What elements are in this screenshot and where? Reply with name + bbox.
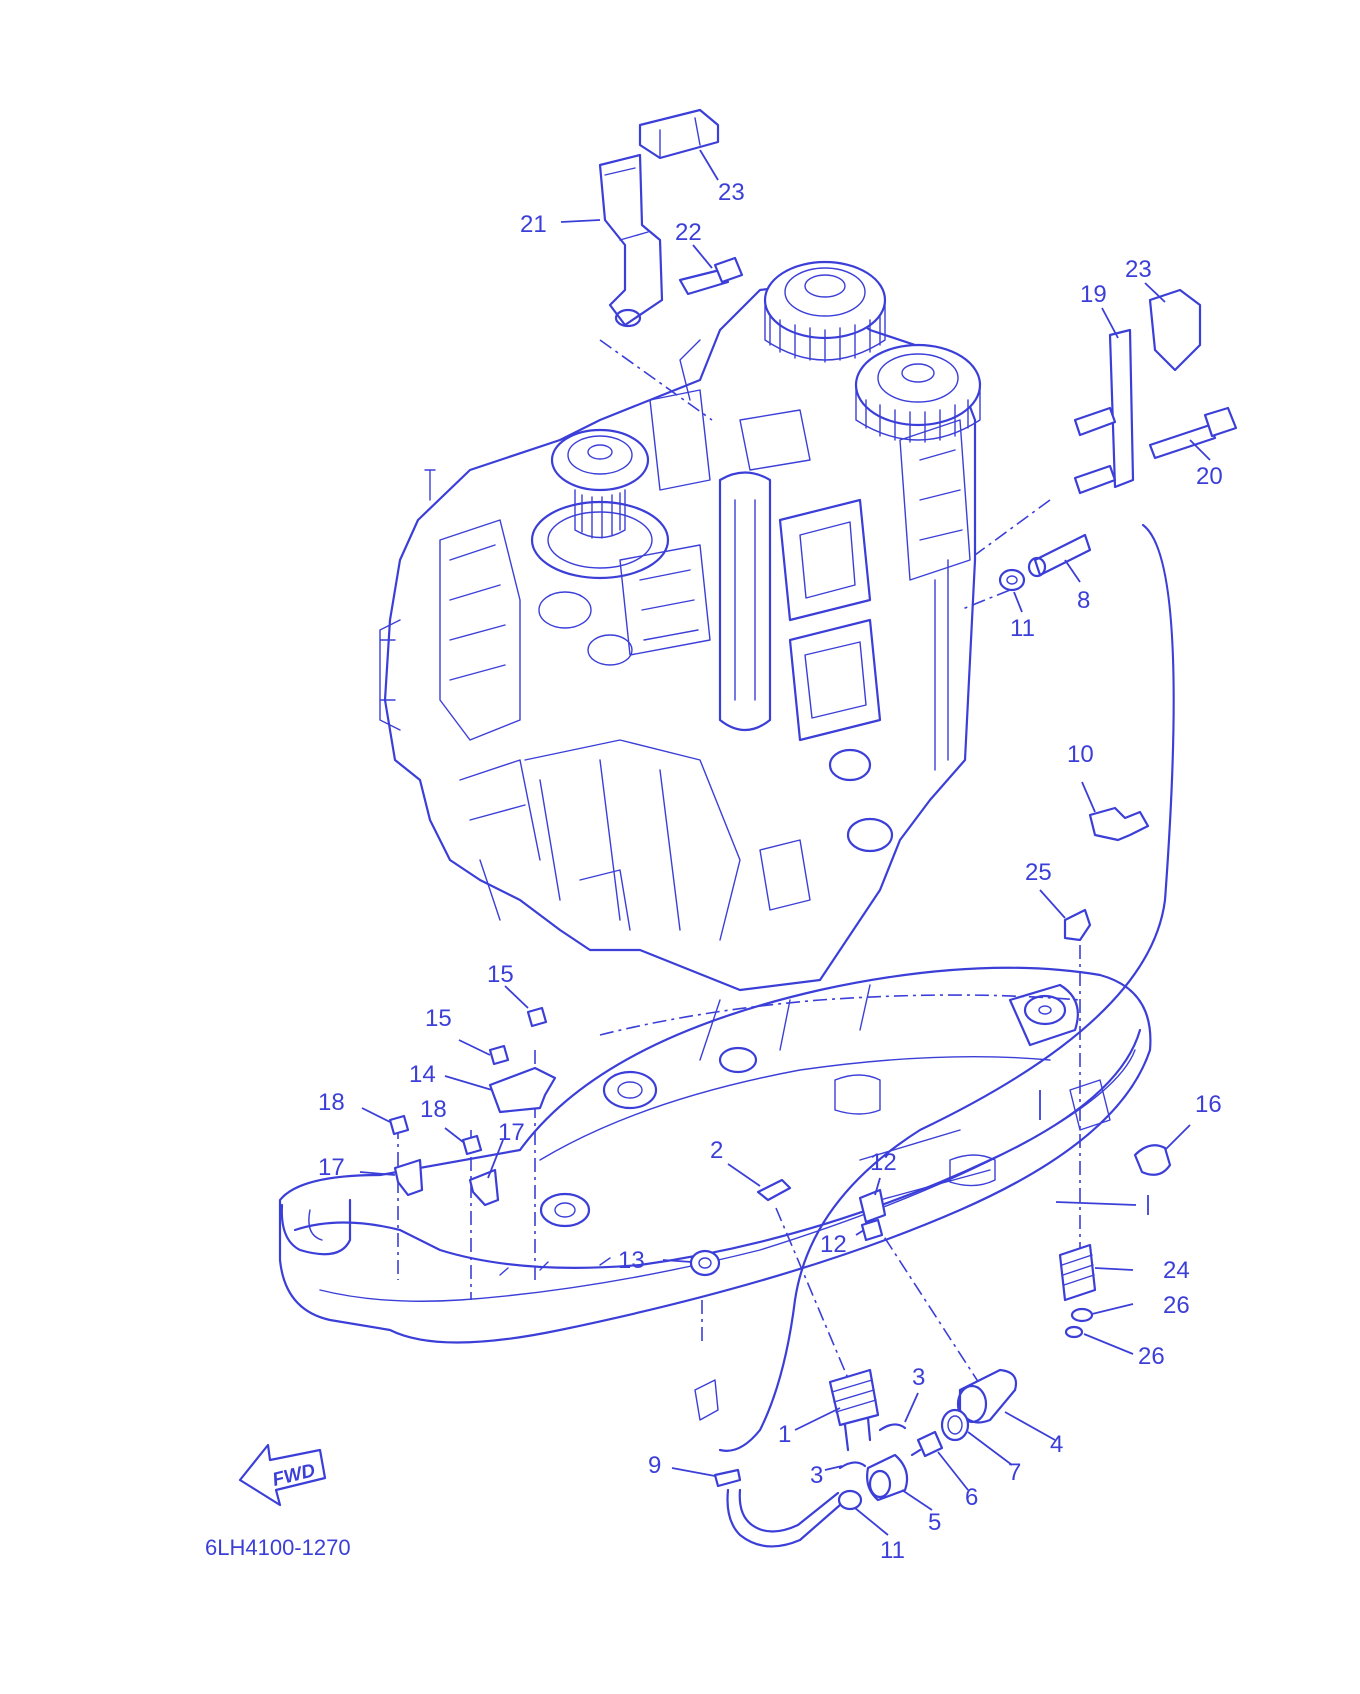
part-16-clip xyxy=(1133,1144,1172,1176)
callout-labels: 23 21 22 23 19 20 8 11 10 25 15 15 14 18… xyxy=(318,179,1223,1564)
diagram-code: 6LH4100-1270 xyxy=(205,1535,351,1560)
leader-lines xyxy=(359,149,1211,1536)
part-7-ring xyxy=(940,1408,970,1442)
callout-23: 23 xyxy=(718,179,745,206)
part-18-bolts xyxy=(388,1114,483,1156)
part-1-drain-fitting xyxy=(828,1368,880,1452)
bottom-cowling xyxy=(278,966,1152,1421)
callout-8: 8 xyxy=(1077,587,1090,614)
callout-17: 17 xyxy=(318,1154,345,1181)
callout-22: 22 xyxy=(675,219,702,246)
callout-17: 17 xyxy=(498,1119,525,1146)
callout-26: 26 xyxy=(1138,1343,1165,1370)
part-8-pipe xyxy=(1027,533,1092,578)
part-6-screw xyxy=(910,1430,944,1458)
callout-15: 15 xyxy=(487,961,514,988)
part-4-cap xyxy=(956,1368,1018,1424)
callout-21: 21 xyxy=(520,211,547,238)
part-13-grommet xyxy=(689,1249,721,1277)
part-11-grommet-bottom xyxy=(837,1489,863,1511)
part-23-cap-top xyxy=(638,108,720,160)
hose xyxy=(726,1488,842,1548)
callout-12: 12 xyxy=(820,1231,847,1258)
part-22-bolt xyxy=(678,256,744,296)
part-15-bolts xyxy=(488,1006,548,1066)
engine-block xyxy=(379,260,982,992)
callout-3: 3 xyxy=(912,1364,925,1391)
callout-4: 4 xyxy=(1050,1431,1063,1458)
part-12-pins xyxy=(858,1188,887,1242)
callout-15: 15 xyxy=(425,1005,452,1032)
callout-23: 23 xyxy=(1125,256,1152,283)
part-2-plate xyxy=(756,1178,792,1202)
callout-3: 3 xyxy=(810,1462,823,1489)
callout-14: 14 xyxy=(409,1061,436,1088)
part-26-clips xyxy=(1064,1307,1094,1339)
part-25-grommet xyxy=(1063,908,1092,942)
callout-1: 1 xyxy=(778,1421,791,1448)
callout-19: 19 xyxy=(1080,281,1107,308)
callout-11: 11 xyxy=(880,1537,905,1564)
part-14-bracket xyxy=(488,1066,557,1114)
callout-10: 10 xyxy=(1067,741,1094,768)
part-21-bracket xyxy=(598,153,664,328)
callout-25: 25 xyxy=(1025,859,1052,886)
assembly-lines xyxy=(397,339,1175,1452)
callout-18: 18 xyxy=(318,1089,345,1116)
callout-13: 13 xyxy=(618,1247,645,1274)
callout-7: 7 xyxy=(1008,1459,1021,1486)
callout-18: 18 xyxy=(420,1096,447,1123)
fwd-arrow-icon: FWD xyxy=(238,1443,327,1507)
part-10-clip xyxy=(1088,806,1150,842)
part-23-cap-right xyxy=(1148,288,1202,372)
part-11-grommet-top xyxy=(998,568,1026,592)
callout-5: 5 xyxy=(928,1509,941,1536)
part-5-nut xyxy=(866,1453,909,1502)
callout-2: 2 xyxy=(710,1137,723,1164)
callout-16: 16 xyxy=(1195,1091,1222,1118)
part-20-bolt xyxy=(1148,406,1238,460)
part-24-plug xyxy=(1058,1243,1097,1302)
callout-9: 9 xyxy=(648,1452,661,1479)
callout-12: 12 xyxy=(870,1149,897,1176)
callout-26: 26 xyxy=(1163,1292,1190,1319)
part-9-clip xyxy=(713,1468,742,1488)
callout-20: 20 xyxy=(1196,463,1223,490)
callout-24: 24 xyxy=(1163,1257,1190,1284)
part-17-clips xyxy=(393,1158,500,1207)
part-3-clips xyxy=(838,1423,907,1470)
callout-6: 6 xyxy=(965,1484,978,1511)
callout-11: 11 xyxy=(1010,615,1035,642)
part-19-bracket xyxy=(1073,328,1135,495)
